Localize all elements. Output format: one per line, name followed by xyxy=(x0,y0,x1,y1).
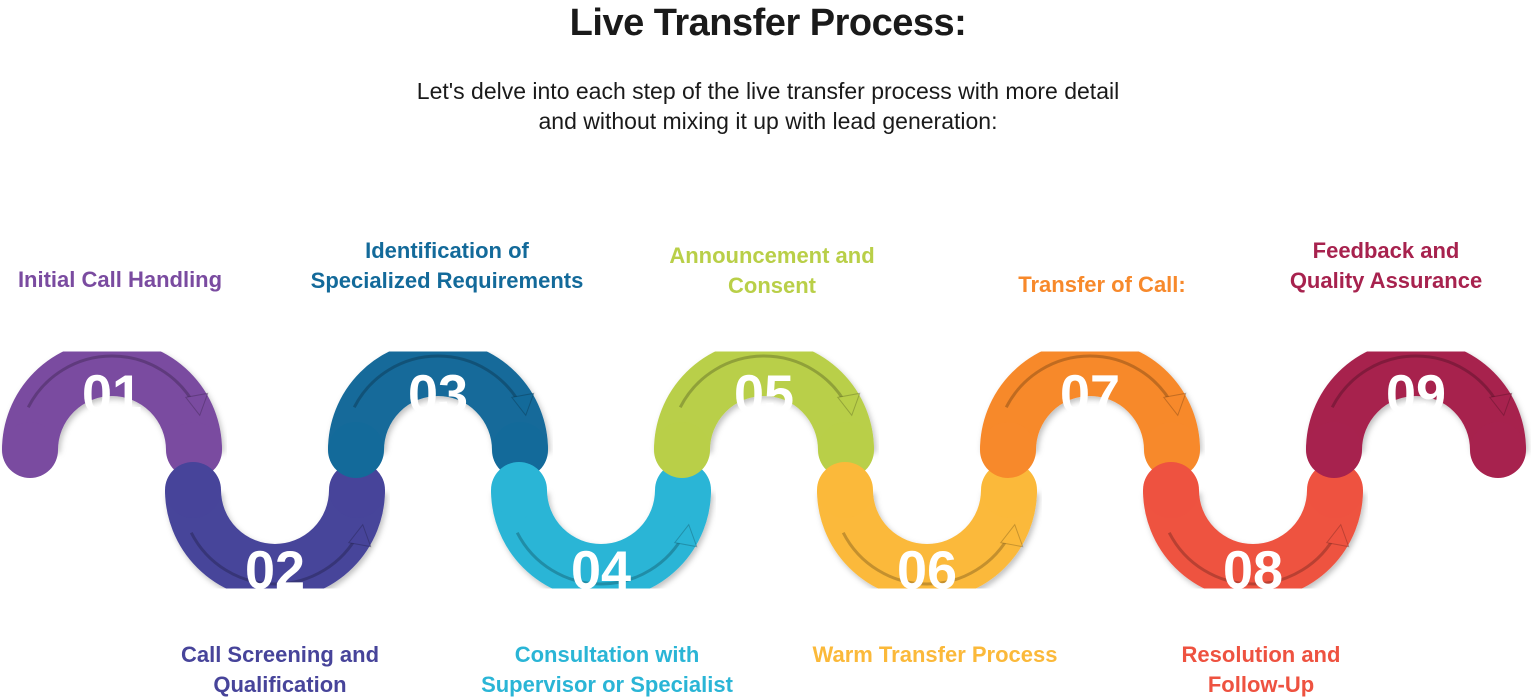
step-01-line-1: Initial Call Handling xyxy=(17,267,223,292)
step-number-08: 08 xyxy=(1223,540,1283,600)
step-arc-09 xyxy=(1306,340,1526,452)
step-03-line-1: Identification of xyxy=(365,238,529,263)
step-05-line-1: Announcement and xyxy=(669,243,875,268)
step-number-04: 04 xyxy=(571,540,631,600)
step-05-line-2: Consent xyxy=(728,273,816,298)
step-arc-06 xyxy=(817,488,1037,600)
step-guide-01 xyxy=(26,354,198,409)
step-06-line-1: Warm Transfer Process xyxy=(812,642,1058,667)
step-segment-05: 05 xyxy=(654,340,874,478)
step-cap-08-end xyxy=(1307,462,1363,518)
step-segment-09: 09 xyxy=(1306,340,1526,478)
step-segment-04: 04 xyxy=(491,462,711,600)
step-segment-03: 03 xyxy=(328,340,548,478)
step-guide-04 xyxy=(515,531,687,586)
step-number-09: 09 xyxy=(1386,364,1446,424)
step-cap-02-end xyxy=(329,462,385,518)
step-label-08: Resolution and Follow-Up xyxy=(1111,640,1411,700)
step-cap-06-start xyxy=(817,462,873,518)
step-segment-01: 01 xyxy=(2,340,222,478)
step-label-02: Call Screening and Qualification xyxy=(130,640,430,700)
step-arrow-07 xyxy=(1162,392,1187,417)
step-number-07: 07 xyxy=(1060,364,1120,424)
step-guide-08 xyxy=(1167,531,1339,586)
step-arc-02 xyxy=(165,488,385,600)
step-arrow-08 xyxy=(1325,523,1350,548)
step-cap-04-end xyxy=(655,462,711,518)
step-label-05: Announcement and Consent xyxy=(622,241,922,301)
step-arc-01 xyxy=(2,340,222,452)
page-subtitle: Let's delve into each step of the live t… xyxy=(318,76,1218,136)
step-arrow-02 xyxy=(347,523,372,548)
step-arrow-01 xyxy=(184,392,209,417)
step-arc-03 xyxy=(328,340,548,452)
step-03-line-2: Specialized Requirements xyxy=(310,268,584,293)
step-02-line-1: Call Screening and xyxy=(180,642,380,667)
step-number-05: 05 xyxy=(734,364,794,424)
step-number-01: 01 xyxy=(82,364,142,424)
step-guide-03 xyxy=(352,354,524,409)
step-cap-09-start xyxy=(1306,422,1362,478)
step-cap-03-start xyxy=(328,422,384,478)
step-cap-07-end xyxy=(1144,422,1200,478)
step-segment-07: 07 xyxy=(980,340,1200,478)
step-04-line-1: Consultation with xyxy=(514,642,700,667)
step-arrow-06 xyxy=(999,523,1024,548)
step-arrow-04 xyxy=(673,523,698,548)
step-label-03: Identification of Specialized Requiremen… xyxy=(297,236,597,296)
step-cap-06-end xyxy=(981,462,1037,518)
step-arc-08 xyxy=(1143,488,1363,600)
step-02-line-2: Qualification xyxy=(213,672,347,697)
step-04-line-2: Supervisor or Specialist xyxy=(481,672,733,697)
step-label-09: Feedback and Quality Assurance xyxy=(1236,236,1536,296)
subtitle-line-1: Let's delve into each step of the live t… xyxy=(416,78,1120,104)
step-cap-08-start xyxy=(1143,462,1199,518)
step-arc-04 xyxy=(491,488,711,600)
step-cap-07-start xyxy=(980,422,1036,478)
step-guide-07 xyxy=(1004,354,1176,409)
step-arc-07 xyxy=(980,340,1200,452)
step-guide-09 xyxy=(1330,354,1502,409)
step-07-line-1: Transfer of Call: xyxy=(1018,272,1186,297)
step-cap-05-end xyxy=(818,422,874,478)
step-08-line-1: Resolution and xyxy=(1181,642,1341,667)
step-cap-01-start xyxy=(2,422,58,478)
step-cap-04-start xyxy=(491,462,547,518)
step-label-04: Consultation with Supervisor or Speciali… xyxy=(457,640,757,700)
step-arrow-03 xyxy=(510,392,535,417)
step-label-01: Initial Call Handling xyxy=(0,265,270,295)
step-arrow-05 xyxy=(836,392,861,417)
step-number-03: 03 xyxy=(408,364,468,424)
step-label-06: Warm Transfer Process xyxy=(785,640,1085,670)
step-segment-08: 08 xyxy=(1143,462,1363,600)
step-09-line-2: Quality Assurance xyxy=(1289,268,1483,293)
step-arrow-09 xyxy=(1488,392,1513,417)
step-cap-05-start xyxy=(654,422,710,478)
step-cap-01-end xyxy=(166,422,222,478)
step-09-line-1: Feedback and xyxy=(1312,238,1460,263)
step-cap-03-end xyxy=(492,422,548,478)
step-cap-02-start xyxy=(165,462,221,518)
step-segment-06: 06 xyxy=(817,462,1037,600)
step-label-07: Transfer of Call: xyxy=(952,270,1252,300)
step-guide-02 xyxy=(189,531,361,586)
subtitle-line-2: and without mixing it up with lead gener… xyxy=(538,108,998,134)
step-08-line-2: Follow-Up xyxy=(1207,672,1315,697)
page-title: Live Transfer Process: xyxy=(569,2,967,44)
step-number-06: 06 xyxy=(897,540,957,600)
step-segment-02: 02 xyxy=(165,462,385,600)
step-number-02: 02 xyxy=(245,540,305,600)
step-guide-06 xyxy=(841,531,1013,586)
step-guide-05 xyxy=(678,354,850,409)
step-arc-05 xyxy=(654,340,874,452)
step-cap-09-end xyxy=(1470,422,1526,478)
